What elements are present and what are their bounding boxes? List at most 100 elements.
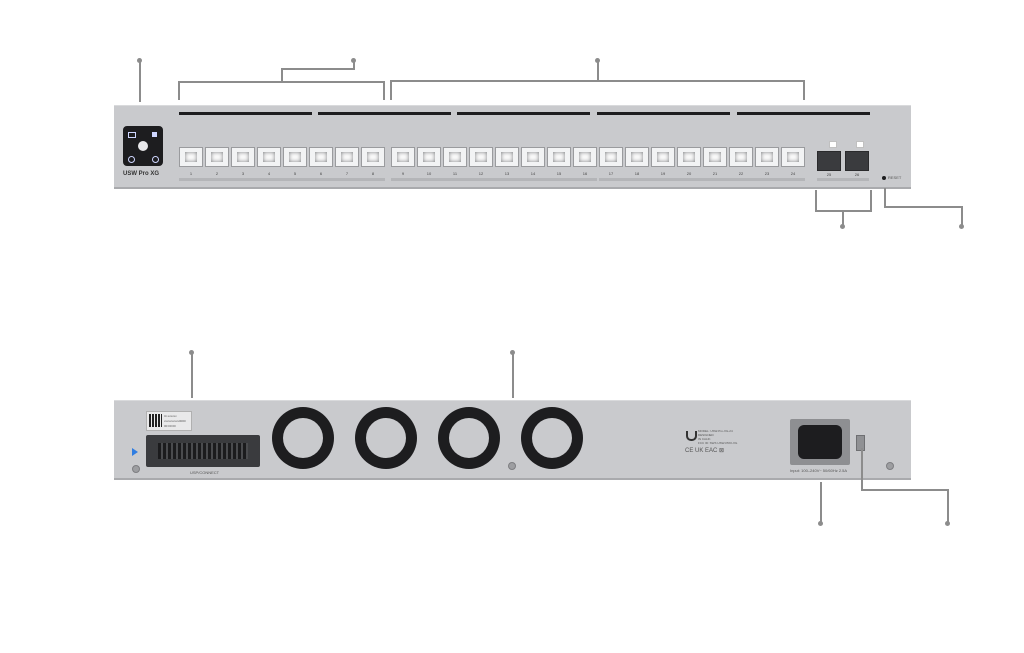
callout-bracket xyxy=(870,190,872,211)
sticker-line: Ui.xxxxxx xyxy=(164,414,177,418)
callout-line xyxy=(597,60,599,81)
rj45-port[interactable] xyxy=(651,147,675,167)
port-number: 19 xyxy=(660,171,666,176)
rj45-port[interactable] xyxy=(309,147,333,167)
rj45-port[interactable] xyxy=(781,147,805,167)
power-rating-label: Input: 100–240V~ 50/60Hz 2.5A xyxy=(790,468,848,473)
port-number: 23 xyxy=(764,171,770,176)
callout-bracket xyxy=(178,81,180,100)
display-center-button[interactable] xyxy=(138,141,148,151)
sfp-status-led xyxy=(829,141,837,148)
port-number: 20 xyxy=(686,171,692,176)
port-number: 18 xyxy=(634,171,640,176)
callout-dot xyxy=(818,521,823,526)
rj45-port[interactable] xyxy=(521,147,545,167)
port-number: 26 xyxy=(854,172,860,177)
rj45-port[interactable] xyxy=(231,147,255,167)
callout-line xyxy=(861,489,949,491)
connector-pins xyxy=(158,443,248,459)
rj45-port[interactable] xyxy=(361,147,385,167)
port-number: 15 xyxy=(556,171,562,176)
port-number: 10 xyxy=(426,171,432,176)
qr-code-icon xyxy=(149,414,162,427)
port-number: 3 xyxy=(241,171,245,176)
callout-bracket xyxy=(815,190,817,211)
port-number: 16 xyxy=(582,171,588,176)
regulatory-line: DESIGNED xyxy=(698,433,714,437)
callout-line xyxy=(884,188,886,207)
sfp-port[interactable] xyxy=(817,151,841,171)
port-number: 1 xyxy=(189,171,193,176)
screw-icon xyxy=(508,462,516,470)
connector-label: USP/CONNECT xyxy=(190,470,220,475)
callout-line xyxy=(512,352,514,398)
port-number: 21 xyxy=(712,171,718,176)
port-number: 5 xyxy=(293,171,297,176)
callout-line xyxy=(884,206,963,208)
power-inlet[interactable] xyxy=(790,419,850,465)
port-number: 17 xyxy=(608,171,614,176)
rj45-port[interactable] xyxy=(283,147,307,167)
callout-dot xyxy=(945,521,950,526)
display-indicator-icon xyxy=(128,156,135,163)
callout-line xyxy=(861,448,863,490)
rj45-port[interactable] xyxy=(599,147,623,167)
power-socket xyxy=(798,425,842,459)
rj45-port[interactable] xyxy=(677,147,701,167)
port-group-bar xyxy=(391,178,597,181)
rj45-port[interactable] xyxy=(495,147,519,167)
port-number: 2 xyxy=(215,171,219,176)
rj45-port[interactable] xyxy=(703,147,727,167)
screw-icon xyxy=(886,462,894,470)
rj45-port[interactable] xyxy=(625,147,649,167)
rj45-port[interactable] xyxy=(257,147,281,167)
display-indicator-icon xyxy=(152,132,157,137)
rj45-port[interactable] xyxy=(391,147,415,167)
rj45-port[interactable] xyxy=(755,147,779,167)
rj45-port[interactable] xyxy=(335,147,359,167)
rj45-port[interactable] xyxy=(547,147,571,167)
rj45-port[interactable] xyxy=(729,147,753,167)
callout-dot xyxy=(959,224,964,229)
rj45-port[interactable] xyxy=(179,147,203,167)
port-group-bar xyxy=(599,178,805,181)
rj45-port[interactable] xyxy=(205,147,229,167)
power-switch[interactable] xyxy=(856,435,865,451)
front-top-bar xyxy=(457,112,590,115)
callout-line xyxy=(947,489,949,522)
sticker-line: 00:00:00 xyxy=(164,424,176,428)
regulatory-line: MODEL: USW-Pro-XG-24 xyxy=(698,429,733,433)
callout-line xyxy=(139,60,141,102)
callout-line xyxy=(353,60,355,68)
port-number: 11 xyxy=(452,171,458,176)
callout-bracket xyxy=(803,80,805,100)
port-number: 7 xyxy=(345,171,349,176)
port-group-bar xyxy=(179,178,385,181)
callout-line xyxy=(191,352,193,398)
port-number: 6 xyxy=(319,171,323,176)
port-number: 24 xyxy=(790,171,796,176)
rj45-port[interactable] xyxy=(443,147,467,167)
port-number: 8 xyxy=(371,171,375,176)
sfp-group-bar xyxy=(817,178,869,181)
callout-line xyxy=(281,68,355,70)
display-indicator-icon xyxy=(128,132,136,138)
usp-connect-port[interactable] xyxy=(146,435,260,467)
port-number: 14 xyxy=(530,171,536,176)
callout-dot xyxy=(840,224,845,229)
back-panel: Ui.xxxxxx xxxxxxxxxx0000 00:00:00 USP/CO… xyxy=(114,400,911,480)
regulatory-line: FCC ID: SWX-USW-PRO-XG xyxy=(698,441,738,445)
sfp-port[interactable] xyxy=(845,151,869,171)
touchscreen-icon[interactable] xyxy=(123,126,163,166)
certification-marks: CE UK EAC ⊠ xyxy=(685,448,725,454)
fan-icon xyxy=(521,407,583,469)
front-top-bar xyxy=(737,112,870,115)
callout-bracket xyxy=(390,80,392,100)
rj45-port[interactable] xyxy=(417,147,441,167)
reset-button[interactable] xyxy=(882,176,886,180)
port-number: 25 xyxy=(826,172,832,177)
rj45-port[interactable] xyxy=(469,147,493,167)
rj45-port[interactable] xyxy=(573,147,597,167)
